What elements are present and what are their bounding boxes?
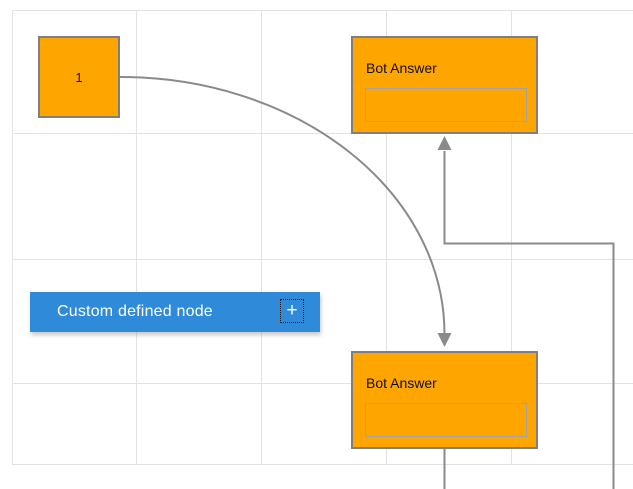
node-bot-answer-bottom[interactable]: Bot Answer bbox=[351, 351, 538, 449]
orthogonal-connector[interactable] bbox=[443, 151, 615, 489]
connector-curve-group[interactable] bbox=[119, 75, 452, 347]
node-start[interactable]: 1 bbox=[38, 36, 120, 118]
plus-icon: + bbox=[286, 299, 298, 321]
node-start-label: 1 bbox=[75, 69, 83, 85]
custom-node-label: Custom defined node bbox=[57, 303, 213, 320]
node-custom-defined[interactable]: Custom defined node + bbox=[30, 292, 320, 332]
add-port-button[interactable]: + bbox=[280, 299, 304, 323]
connector-orthogonal-group[interactable] bbox=[437, 136, 615, 489]
bot-answer-input[interactable] bbox=[365, 88, 527, 122]
bot-answer-title: Bot Answer bbox=[366, 60, 437, 76]
node-bot-answer-top[interactable]: Bot Answer bbox=[351, 36, 538, 134]
bot-answer-input[interactable] bbox=[365, 403, 527, 437]
down-arrowhead-icon bbox=[437, 333, 452, 347]
curved-connector[interactable] bbox=[119, 75, 446, 335]
bot-answer-title: Bot Answer bbox=[366, 375, 437, 391]
up-arrowhead-icon bbox=[437, 136, 452, 150]
